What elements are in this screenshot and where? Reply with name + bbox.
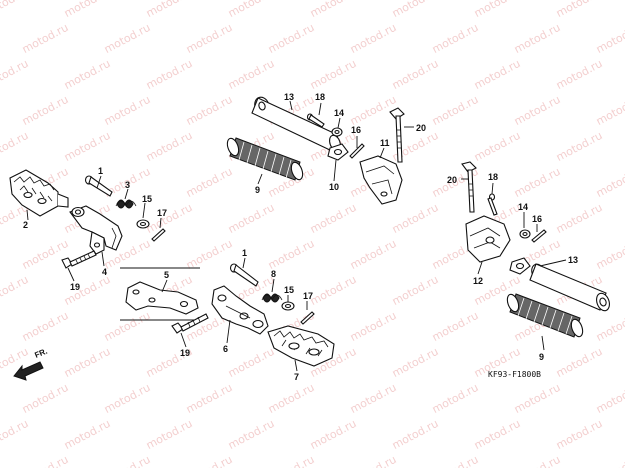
pin-part-1a [84,175,113,197]
label-part-15b: 15 [284,285,294,295]
spring-part-8 [261,293,283,303]
label-part-13b: 13 [568,255,578,265]
label-part-19b: 19 [180,348,190,358]
label-part-1b: 1 [242,248,247,258]
bracket-part-5-group [120,267,200,321]
left-front-footpeg-group [9,169,166,282]
lower-middle-footpeg-group [171,257,335,372]
label-part-7: 7 [294,372,299,382]
footpeg-part-2 [9,169,69,217]
washer-part-14b [519,229,531,239]
rubber-grip-part-9a [226,137,304,181]
peg-bar-part-13b [529,263,610,312]
label-part-17a: 17 [157,208,167,218]
direction-label: FR. [33,347,48,360]
label-part-16b: 16 [532,214,542,224]
bracket-part-11 [359,155,403,205]
upper-center-footpeg-group [226,96,414,205]
label-part-19a: 19 [70,282,80,292]
label-part-11: 11 [380,138,390,148]
cotter-pin-part-17a [151,228,166,242]
label-part-1a: 1 [98,166,103,176]
washer-part-15b [281,301,295,311]
label-part-2: 2 [23,220,28,230]
cotter-pin-part-16a [349,143,365,159]
pin-part-18b [487,193,498,216]
rubber-grip-part-9b [506,293,584,338]
pin-part-1b [229,263,259,287]
part-number-labels: 2 1 3 15 17 4 19 5 1 8 15 17 6 7 19 13 1… [23,92,578,382]
front-direction-arrow: FR. [13,347,49,381]
label-part-20a: 20 [416,123,426,133]
right-footpeg-group [461,161,610,351]
bolt-part-20a [389,107,405,163]
washer-part-15a [136,219,150,229]
label-part-6: 6 [223,344,228,354]
label-part-8: 8 [271,269,276,279]
label-part-14b: 14 [518,202,528,212]
label-part-16a: 16 [351,125,361,135]
label-part-15a: 15 [142,194,152,204]
bolt-part-19a [61,250,97,269]
label-part-9a: 9 [255,185,260,195]
cotter-pin-part-17b [300,311,315,325]
label-part-17b: 17 [303,291,313,301]
peg-bar-part-13a [251,96,341,152]
label-part-18a: 18 [315,92,325,102]
cotter-pin-part-16b [531,229,547,243]
label-part-9b: 9 [539,352,544,362]
label-part-4: 4 [102,267,107,277]
washer-part-10 [327,143,349,161]
bolt-part-20b [461,161,477,213]
footpeg-part-7 [267,325,335,367]
label-part-5: 5 [164,270,169,280]
diagram-code: KF93-F1800B [488,370,541,379]
label-part-18b: 18 [488,172,498,182]
pin-part-18a [306,113,325,128]
label-part-20b: 20 [447,175,457,185]
bracket-part-4 [69,205,123,255]
bracket-part-6 [211,285,269,335]
spring-part-3 [115,199,137,209]
washer-part-near-13b [509,257,531,275]
label-part-10: 10 [329,182,339,192]
bolt-part-19b [171,313,209,334]
label-part-14a: 14 [334,108,344,118]
bracket-part-12 [465,215,511,263]
label-part-13a: 13 [284,92,294,102]
label-part-3: 3 [125,180,130,190]
washer-part-14a [331,127,343,137]
label-part-12: 12 [473,276,483,286]
